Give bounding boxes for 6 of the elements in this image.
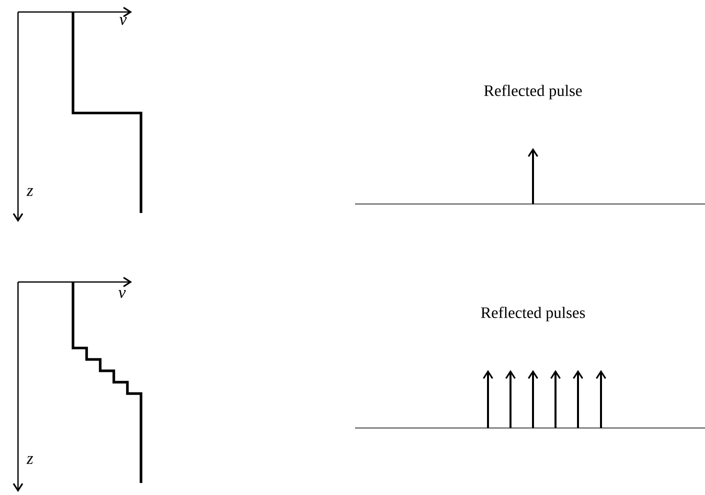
axis-label: z bbox=[26, 456, 34, 464]
axis-label: z bbox=[26, 188, 34, 196]
pulse-label: Reflected pulse bbox=[484, 84, 582, 100]
axis-label: v bbox=[119, 17, 127, 25]
axis-label: v bbox=[118, 290, 126, 298]
pulse-label: Reflected pulses bbox=[481, 306, 585, 322]
